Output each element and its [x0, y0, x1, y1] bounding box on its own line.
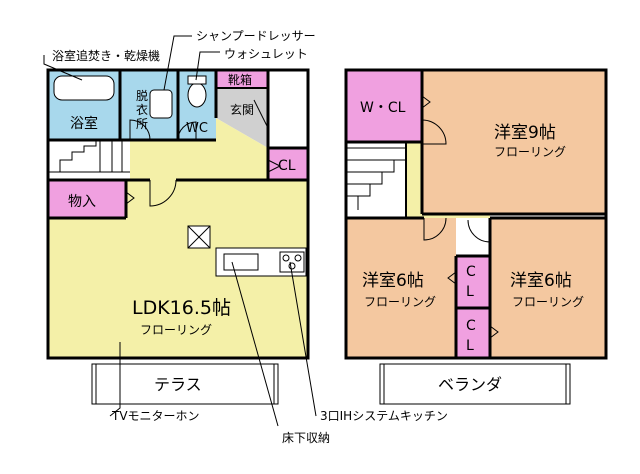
balcony: [379, 363, 571, 405]
callout-shampoo-dresser: シャンプードレッサー: [196, 29, 316, 43]
stairs-2f: [346, 147, 406, 210]
wash-basin: [149, 89, 173, 119]
terrace: [91, 363, 279, 405]
label-shoe: 靴箱: [228, 72, 252, 87]
stairs-1f: [48, 140, 130, 173]
label-cl-2f-b-1: C: [466, 318, 476, 334]
storage-room: [48, 180, 126, 218]
label-room9-floor: フローリング: [494, 145, 566, 159]
label-dressing-2: 衣: [136, 102, 148, 117]
closet-2f-b: [456, 308, 490, 358]
label-cl-2f-b-2: L: [466, 338, 474, 354]
callout-washlet: ウォシュレット: [224, 47, 308, 61]
label-dressing-1: 脱: [136, 88, 148, 103]
walls-1f: [46, 68, 310, 360]
kitchen-counter: [215, 247, 307, 277]
label-cl-2f-a-2: L: [466, 284, 474, 300]
room6a: [346, 218, 456, 358]
callout-ih-kitchen: 3口IHシステムキッチン: [320, 409, 448, 423]
sink: [223, 253, 259, 271]
label-ldk-floor: フローリング: [140, 323, 212, 337]
stair-hall-2f: [346, 142, 406, 216]
room6b: [490, 218, 606, 358]
callout-bath-dryer: 浴室追焚き・乾燥機: [52, 48, 160, 63]
label-room6a-floor: フローリング: [364, 295, 436, 309]
label-entrance: 玄関: [230, 102, 254, 117]
label-room6b-floor: フローリング: [512, 295, 584, 309]
closet-1f: [268, 148, 308, 180]
label-dressing-3: 所: [136, 117, 148, 131]
ldk-room: [48, 180, 308, 358]
label-room6a: 洋室6帖: [362, 271, 424, 291]
labels: 浴室追焚き・乾燥機 シャンプードレッサー ウォシュレット 浴室 脱 衣 所 WC…: [52, 29, 584, 445]
walls-2f: [344, 68, 608, 360]
label-cl-1f: CL: [278, 158, 296, 174]
doors-2f: [421, 95, 499, 339]
label-ldk: LDK16.5帖: [132, 297, 231, 319]
bathtub: [53, 75, 115, 101]
label-wc: WC: [186, 121, 208, 136]
leader-lines: [43, 35, 317, 427]
toilet: [187, 82, 207, 108]
wcl-room: [346, 70, 422, 142]
label-storage: 物入: [68, 194, 96, 210]
bath-fixtures: [53, 75, 207, 119]
label-room6b: 洋室6帖: [510, 271, 572, 291]
callout-tv-outlet: TVモニターホン: [111, 409, 200, 423]
hall-floor: [130, 118, 268, 180]
label-terrace: テラス: [154, 375, 202, 394]
first-floor: [46, 68, 310, 405]
second-floor: [344, 68, 608, 405]
label-wcl: W・CL: [360, 100, 406, 116]
toilet-tank: [187, 75, 207, 85]
shoe-cabinet: [216, 70, 268, 88]
closet-2f-a: [456, 256, 490, 308]
label-cl-2f-a-1: C: [466, 264, 476, 280]
room9: [422, 70, 606, 214]
callout-underfloor: 床下収納: [282, 431, 330, 445]
doors-1f: [125, 99, 282, 207]
underfloor-hatch: [187, 225, 211, 249]
label-balcony: ベランダ: [438, 375, 502, 394]
label-room9: 洋室9帖: [494, 123, 556, 143]
label-bath: 浴室: [70, 115, 98, 132]
